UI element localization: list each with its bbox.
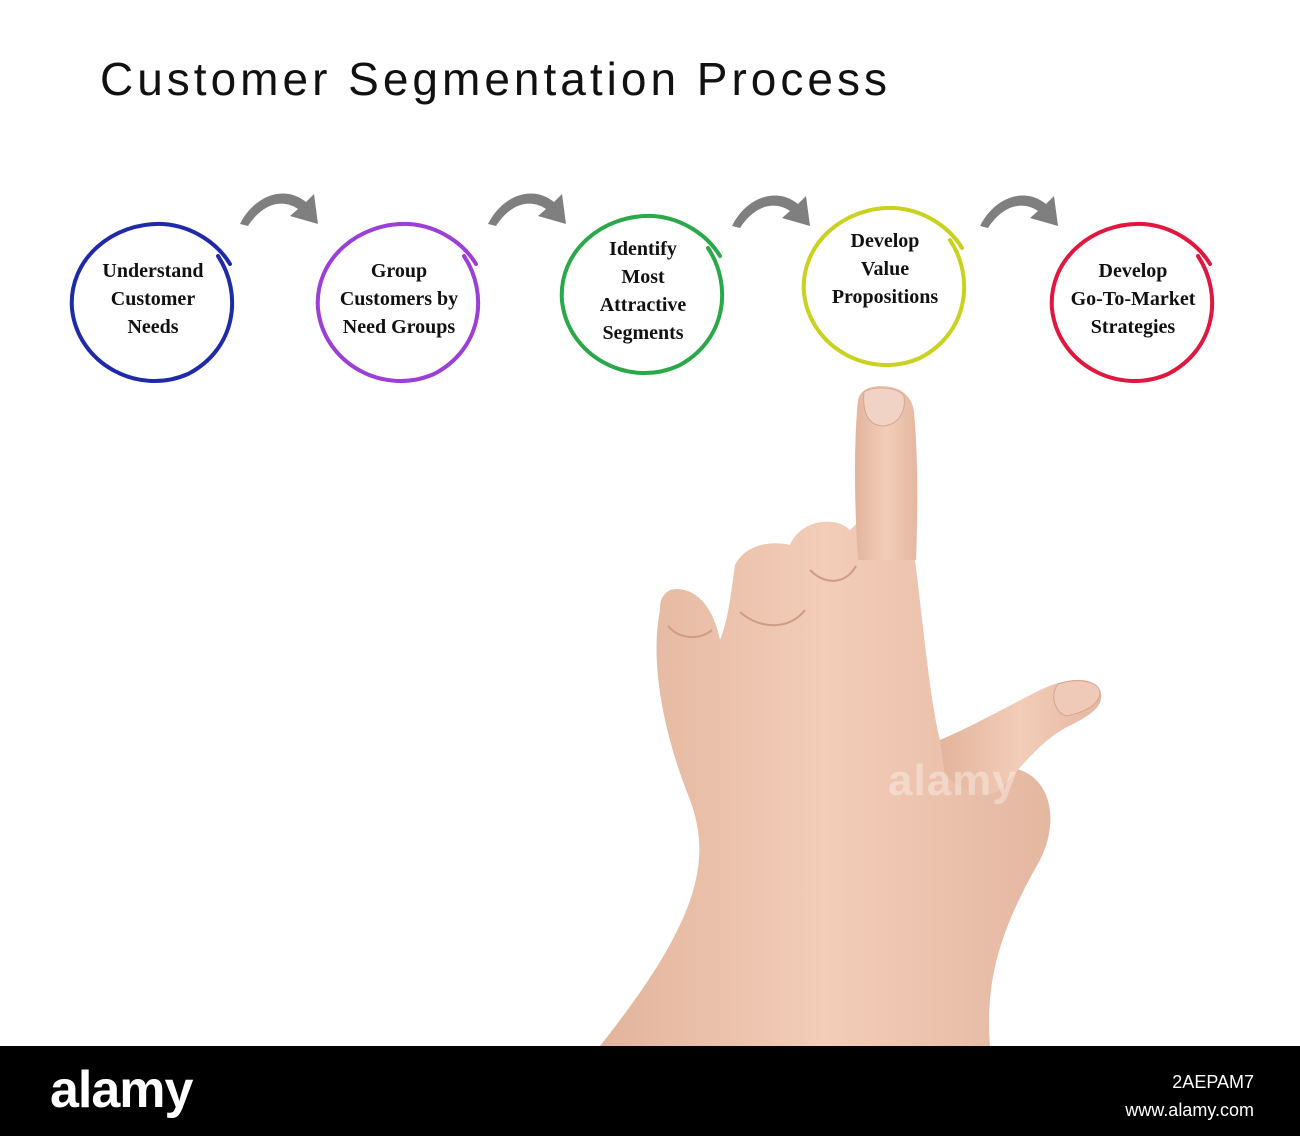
step-develop-value-propositions: Develop Value Propositions bbox=[800, 198, 970, 368]
ring-stroke-2 bbox=[315, 221, 481, 384]
hand-thumbnail bbox=[1053, 680, 1101, 717]
step-label-5: Develop Go-To-Market Strategies bbox=[1070, 260, 1196, 338]
ring-5 bbox=[1049, 221, 1215, 384]
arrow-2-icon bbox=[488, 193, 566, 226]
footer-url: www.alamy.com bbox=[1125, 1100, 1254, 1120]
ring-1 bbox=[69, 221, 235, 384]
footer-bar: alamy 2AEPAM7 www.alamy.com bbox=[0, 1046, 1300, 1136]
step-develop-go-to-market: Develop Go-To-Market Strategies bbox=[1048, 214, 1218, 384]
watermark-text: alamy bbox=[888, 756, 1018, 805]
step-label-4: Develop Value Propositions bbox=[831, 230, 939, 308]
ring-stroke-1 bbox=[69, 221, 235, 384]
ring-4 bbox=[801, 205, 967, 368]
arrow-1-icon bbox=[240, 193, 318, 226]
step-label-1: Understand Customer Needs bbox=[102, 260, 204, 338]
step-label-2: Group Customers by Need Groups bbox=[339, 260, 459, 338]
arrow-4-icon bbox=[980, 195, 1058, 228]
ring-stroke-5 bbox=[1049, 221, 1215, 384]
ring-2 bbox=[315, 221, 481, 384]
step-label-3: Identify Most Attractive Segments bbox=[599, 238, 687, 344]
step-group-customers: Group Customers by Need Groups bbox=[314, 214, 484, 384]
footer-image-code: 2AEPAM7 bbox=[1172, 1072, 1254, 1092]
hand-index-finger bbox=[855, 386, 918, 560]
step-identify-segments: Identify Most Attractive Segments bbox=[558, 206, 728, 376]
hand-palm bbox=[600, 518, 1051, 1046]
footer-logo: alamy bbox=[50, 1061, 193, 1119]
pointing-hand-image bbox=[600, 386, 1102, 1046]
arrow-3-icon bbox=[732, 195, 810, 228]
hand-fingernail bbox=[863, 387, 905, 427]
ring-stroke-3 bbox=[559, 213, 725, 376]
ring-3 bbox=[559, 213, 725, 376]
page-title: Customer Segmentation Process bbox=[100, 53, 891, 105]
ring-stroke-4 bbox=[801, 205, 967, 368]
step-understand-customer-needs: Understand Customer Needs bbox=[68, 214, 238, 384]
